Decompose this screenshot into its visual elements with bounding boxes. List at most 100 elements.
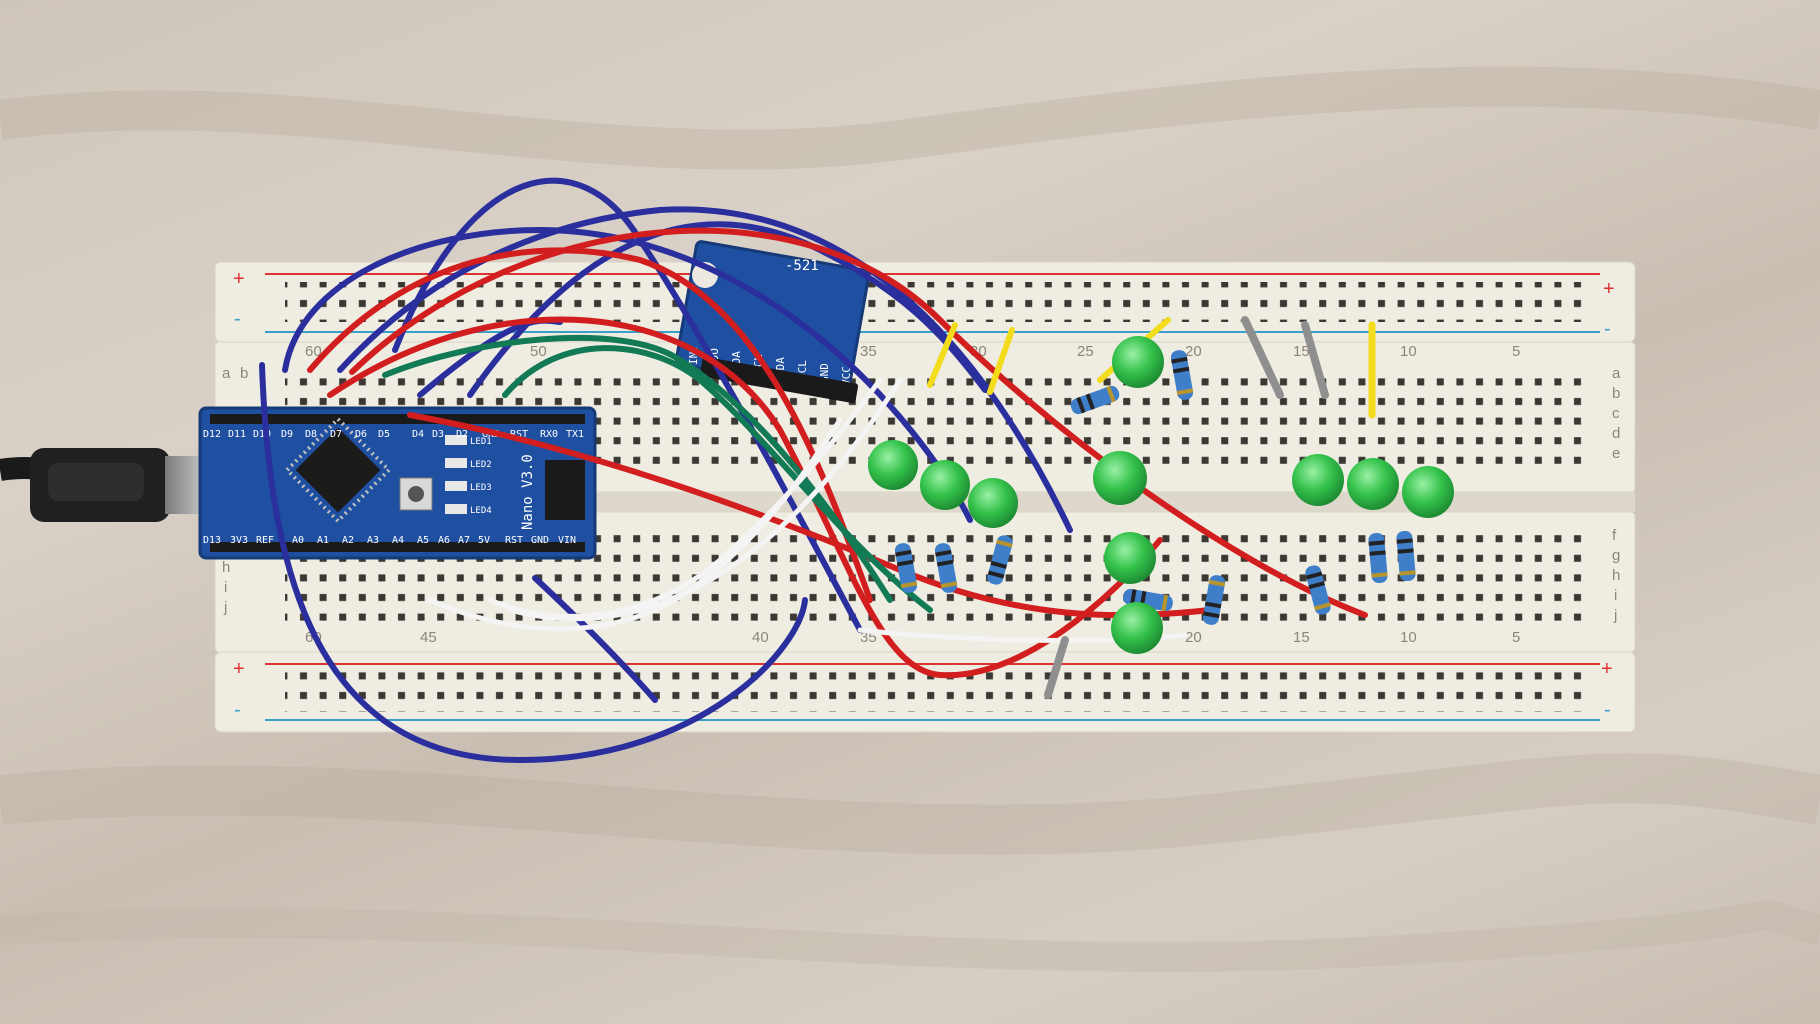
row-letter: i xyxy=(224,579,227,596)
pin-label: D9 xyxy=(281,429,293,440)
pin-label: A2 xyxy=(342,535,354,546)
row-letter: j xyxy=(1613,607,1617,624)
wire-blue xyxy=(467,221,988,398)
pin-label: A6 xyxy=(438,535,450,546)
sensor-model-label: -521 xyxy=(785,258,819,274)
resistors xyxy=(894,350,1416,625)
wire-green xyxy=(502,345,933,613)
col-number: 40 xyxy=(752,629,769,646)
green-led xyxy=(968,478,1018,528)
resistor xyxy=(1368,532,1388,584)
wire-blue xyxy=(259,362,808,764)
pin-label: VIN xyxy=(558,535,576,546)
header-top xyxy=(210,414,585,424)
col-number: 60 xyxy=(305,343,322,360)
pin-label: D7 xyxy=(330,429,342,440)
header-bottom xyxy=(210,542,585,552)
chip-pins xyxy=(284,416,392,524)
pin-label: A7 xyxy=(458,535,470,546)
row-letter: b xyxy=(1612,385,1620,402)
green-led xyxy=(1347,458,1399,510)
wire-bare xyxy=(1301,321,1329,399)
row-letter: j xyxy=(223,599,227,616)
resistor xyxy=(1396,530,1416,582)
sensor-header xyxy=(699,356,859,404)
green-led xyxy=(1112,336,1164,388)
led-label: LED4 xyxy=(470,506,492,516)
row-letter: h xyxy=(222,559,230,576)
col-number: 15 xyxy=(1293,343,1310,360)
chip-body xyxy=(295,427,381,513)
led-label: LED1 xyxy=(470,437,492,447)
pin-label: D12 xyxy=(203,429,221,440)
wire-blue xyxy=(282,226,973,523)
pin-label: D6 xyxy=(355,429,367,440)
row-letter: c xyxy=(1612,405,1620,422)
green-led xyxy=(1093,451,1147,505)
pin-label: A5 xyxy=(417,535,429,546)
pin-label: A1 xyxy=(317,535,329,546)
wire-yellow xyxy=(987,327,1015,395)
col-number: 45 xyxy=(420,629,437,646)
pin-label: D11 xyxy=(228,429,246,440)
row-letter: h xyxy=(1612,567,1620,584)
green-led xyxy=(1111,602,1163,654)
sensor-pin-label: VCC xyxy=(840,366,853,386)
pin-label: A0 xyxy=(292,535,304,546)
column-numbers-top: 60 50 35 30 25 20 15 10 5 xyxy=(305,343,1520,360)
col-number: 20 xyxy=(1185,343,1202,360)
resistor xyxy=(1202,575,1226,625)
onboard-led xyxy=(445,458,467,468)
rail-minus-top-left: - xyxy=(234,308,241,330)
rail-minus-bottom-left: - xyxy=(234,699,241,721)
col-number: 25 xyxy=(1077,343,1094,360)
rail-minus-top-right: - xyxy=(1604,318,1611,340)
onboard-led xyxy=(445,481,467,491)
pin-label: D4 xyxy=(412,429,424,440)
col-number: 50 xyxy=(530,343,547,360)
pin-label: 5V xyxy=(478,535,490,546)
rail-plus-bottom-right: + xyxy=(1601,658,1613,680)
wire-bare xyxy=(1044,636,1069,699)
col-number: 5 xyxy=(1512,629,1520,646)
rail-plus-top-right: + xyxy=(1603,278,1615,300)
green-led xyxy=(1104,532,1156,584)
row-letter: g xyxy=(1612,547,1620,564)
pin-label: D3 xyxy=(432,429,444,440)
board-title: Nano V3.0 xyxy=(520,454,536,530)
sensor-header-strip xyxy=(699,356,859,404)
usb-plug-grip xyxy=(48,463,144,501)
reset-button-cap xyxy=(408,486,424,502)
resistor xyxy=(987,535,1013,585)
row-letter: a xyxy=(1612,365,1621,382)
atmega-chip xyxy=(284,416,392,524)
row-letter: f xyxy=(1612,527,1617,544)
row-letter: a xyxy=(222,365,231,382)
rail-minus-bottom-right: - xyxy=(1604,699,1611,721)
green-led xyxy=(868,440,918,490)
wire-yellow xyxy=(927,322,958,388)
pin-label: D8 xyxy=(305,429,317,440)
rail-plus-bottom-left: + xyxy=(233,658,245,680)
arduino-pcb xyxy=(198,406,597,560)
icsp-header xyxy=(545,460,585,520)
col-number: 10 xyxy=(1400,629,1417,646)
resistor xyxy=(934,543,958,593)
leds xyxy=(868,336,1454,654)
pin-label: D5 xyxy=(378,429,390,440)
pin-label: GND xyxy=(531,535,549,546)
row-letters: a b h i j a b c d e f g h i j xyxy=(222,365,1621,624)
resistor xyxy=(1070,385,1120,415)
table-surface xyxy=(0,66,1820,972)
wire-bare xyxy=(1241,316,1284,399)
resistor xyxy=(1305,565,1331,615)
row-letter: b xyxy=(240,365,248,382)
pin-label: RST xyxy=(505,535,523,546)
wire-red xyxy=(349,227,1368,618)
row-letter: d xyxy=(1612,425,1620,442)
pin-label: D13 xyxy=(203,535,221,546)
wire-blue xyxy=(532,575,658,703)
wire-white xyxy=(507,377,903,622)
green-led xyxy=(920,460,970,510)
